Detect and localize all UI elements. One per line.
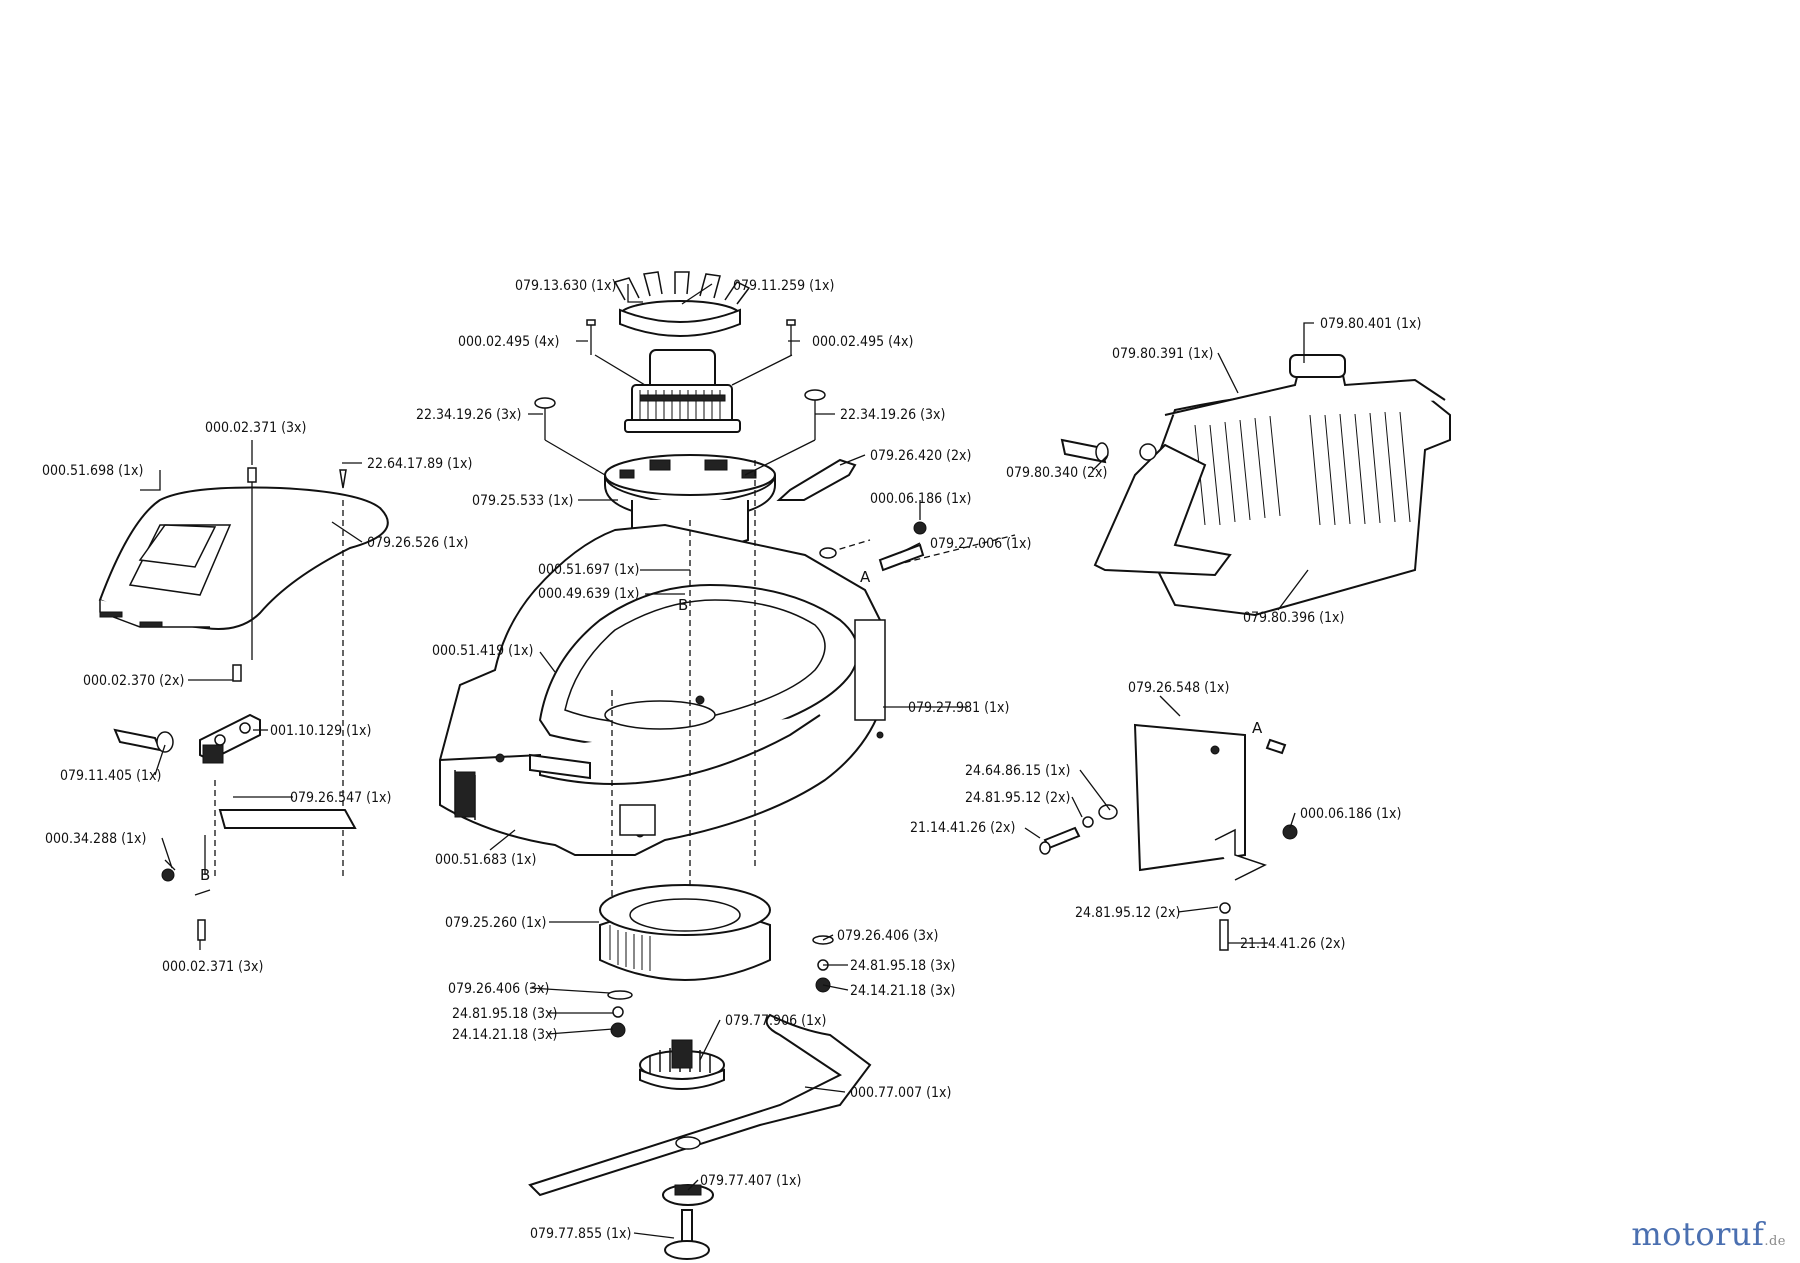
- motor-screws: [534, 319, 826, 440]
- hinge-clip: [819, 521, 927, 572]
- watermark-tld: .de: [1764, 1234, 1786, 1249]
- part-label: 22.34.19.26 (3x): [840, 407, 945, 423]
- part-label: 079.27.006 (1x): [930, 536, 1031, 552]
- watermark: motoruf.de: [1631, 1215, 1786, 1253]
- watermark-brand: motoruf: [1631, 1215, 1765, 1253]
- part-label: 000.02.495 (4x): [458, 334, 559, 350]
- ref-letter-b1: B: [678, 596, 688, 614]
- part-label: 24.81.95.12 (2x): [1075, 905, 1180, 921]
- blade-bolt: [664, 1209, 710, 1260]
- part-label: 22.64.17.89 (1x): [367, 456, 472, 472]
- part-label: 000.51.697 (1x): [538, 562, 639, 578]
- mower-deck: [439, 460, 886, 905]
- fan-ring: [599, 884, 771, 981]
- part-label: 079.25.260 (1x): [445, 915, 546, 931]
- ref-letter-b2: B: [200, 866, 210, 884]
- part-label: 000.51.698 (1x): [42, 463, 143, 479]
- grass-catcher: [1060, 354, 1451, 617]
- part-label: 079.80.401 (1x): [1320, 316, 1421, 332]
- part-label: 079.27.981 (1x): [908, 700, 1009, 716]
- part-label: 079.26.548 (1x): [1128, 680, 1229, 696]
- motor-body: [624, 349, 741, 433]
- part-label: 079.11.405 (1x): [60, 768, 161, 784]
- part-label: 24.14.21.18 (3x): [850, 983, 955, 999]
- part-label: 079.77.407 (1x): [700, 1173, 801, 1189]
- part-label: 000.49.639 (1x): [538, 586, 639, 602]
- part-label: 24.81.95.12 (2x): [965, 790, 1070, 806]
- ref-letter-a2: A: [1252, 719, 1263, 737]
- part-label: 079.77.906 (1x): [725, 1013, 826, 1029]
- part-label: 24.14.21.18 (3x): [452, 1027, 557, 1043]
- part-label: 000.02.495 (4x): [812, 334, 913, 350]
- part-label: 22.34.19.26 (3x): [416, 407, 521, 423]
- rear-flap: [829, 534, 1298, 951]
- part-label: 079.26.547 (1x): [290, 790, 391, 806]
- blade-hub: [639, 1039, 725, 1090]
- part-label: 000.51.683 (1x): [435, 852, 536, 868]
- part-label: 079.26.406 (3x): [837, 928, 938, 944]
- part-label: 079.26.526 (1x): [367, 535, 468, 551]
- part-label: 079.13.630 (1x): [515, 278, 616, 294]
- part-label: 079.80.391 (1x): [1112, 346, 1213, 362]
- part-label: 079.26.406 (3x): [448, 981, 549, 997]
- part-label: 21.14.41.26 (2x): [910, 820, 1015, 836]
- part-labels: 079.13.630 (1x) 079.11.259 (1x) 000.02.4…: [42, 278, 1421, 1242]
- part-label: 21.14.41.26 (2x): [1240, 936, 1345, 952]
- part-label: 24.81.95.18 (3x): [452, 1006, 557, 1022]
- leader-lines: [140, 283, 1314, 1239]
- motor-fan: [613, 271, 751, 337]
- motor-assembly: [534, 271, 857, 550]
- part-label: 000.34.288 (1x): [45, 831, 146, 847]
- top-cover: [98, 467, 389, 880]
- part-label: 000.06.186 (1x): [870, 491, 971, 507]
- part-label: 000.02.371 (3x): [205, 420, 306, 436]
- part-label: 000.51.419 (1x): [432, 643, 533, 659]
- part-label: 079.11.259 (1x): [733, 278, 834, 294]
- part-label: 000.02.370 (2x): [83, 673, 184, 689]
- part-label: 079.26.420 (2x): [870, 448, 971, 464]
- motor-flange: [604, 454, 776, 550]
- handle-bracket: [113, 664, 357, 941]
- part-label: 24.81.95.18 (3x): [850, 958, 955, 974]
- motor-bracket: [776, 458, 857, 501]
- part-label: 000.02.371 (3x): [162, 959, 263, 975]
- ref-letter-a1: A: [860, 568, 871, 586]
- part-label: 079.80.340 (2x): [1006, 465, 1107, 481]
- part-label: 24.64.86.15 (1x): [965, 763, 1070, 779]
- part-label: 000.77.007 (1x): [850, 1085, 951, 1101]
- part-label: 079.77.855 (1x): [530, 1226, 631, 1242]
- cutting-assembly: [528, 884, 872, 1260]
- mower-blade: [528, 1013, 872, 1197]
- part-label: 079.80.396 (1x): [1243, 610, 1344, 626]
- part-label: 001.10.129 (1x): [270, 723, 371, 739]
- part-label: 079.25.533 (1x): [472, 493, 573, 509]
- part-label: 000.06.186 (1x): [1300, 806, 1401, 822]
